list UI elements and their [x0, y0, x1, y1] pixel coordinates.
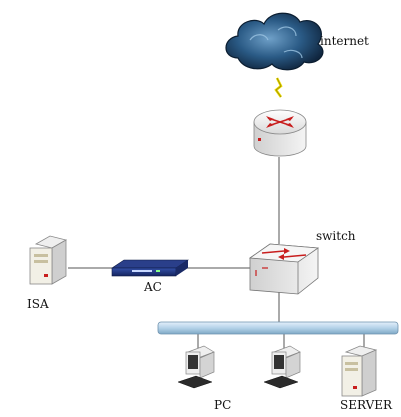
lightning-icon [274, 77, 283, 98]
pc-label: PC [214, 398, 232, 412]
isa-label: ISA [27, 297, 49, 311]
isa-server-icon [29, 235, 68, 285]
rack-appliance-icon [111, 259, 189, 277]
lan-bus [157, 321, 399, 335]
internet-label: internet [320, 34, 369, 48]
server-label: SERVER [340, 398, 393, 412]
pc2-icon [263, 345, 301, 389]
switch-icon [248, 243, 320, 295]
router-icon [253, 109, 307, 157]
switch-label: switch [316, 229, 356, 243]
pc1-icon [177, 345, 215, 389]
ac-label: AC [144, 280, 162, 294]
server-icon [341, 345, 378, 397]
cloud-icon [225, 12, 324, 71]
